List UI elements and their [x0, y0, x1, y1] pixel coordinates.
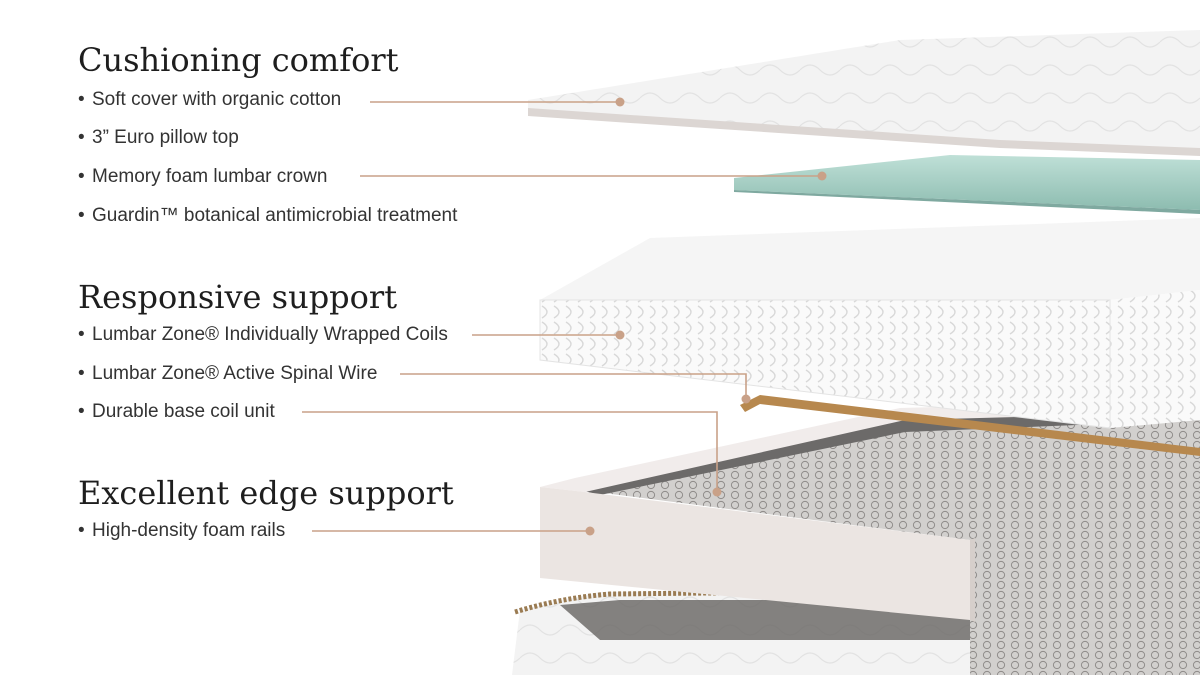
feature-item: •High-density foam rails	[78, 520, 286, 541]
feature-item: •Guardin™ botanical antimicrobial treatm…	[78, 205, 458, 226]
memory-foam-layer	[734, 155, 1200, 214]
feature-label: 3” Euro pillow top	[92, 127, 239, 148]
feature-label: Soft cover with organic cotton	[92, 89, 342, 110]
feature-item: •Lumbar Zone® Individually Wrapped Coils	[78, 324, 448, 345]
feature-label: High-density foam rails	[92, 520, 286, 541]
feature-label: Guardin™ botanical antimicrobial treatme…	[92, 205, 458, 226]
spinal-wire	[740, 395, 1200, 456]
feature-item: •Soft cover with organic cotton	[78, 89, 342, 110]
leader-dot-foam-rails	[585, 526, 595, 536]
feature-label: Memory foam lumbar crown	[92, 166, 328, 187]
leader-dot-organic-cotton	[615, 97, 625, 107]
leader-dot-wrapped-coils	[615, 330, 625, 340]
feature-label: Lumbar Zone® Individually Wrapped Coils	[92, 324, 448, 345]
leader-lines	[302, 101, 822, 532]
section-title: Responsive support	[78, 278, 398, 316]
section-responsive-support: Responsive support •Lumbar Zone® Individ…	[78, 277, 448, 422]
wrapped-coils-layer	[539, 218, 1200, 429]
feature-item: •Lumbar Zone® Active Spinal Wire	[78, 363, 378, 384]
section-title: Cushioning comfort	[78, 41, 399, 79]
feature-item: •3” Euro pillow top	[78, 127, 239, 148]
leader-dots	[585, 97, 827, 536]
leader-line-base-coil	[302, 411, 718, 492]
leader-line-spinal-wire	[400, 373, 747, 399]
feature-item: •Memory foam lumbar crown	[78, 166, 328, 187]
feature-item: •Durable base coil unit	[78, 401, 275, 422]
section-title: Excellent edge support	[78, 474, 454, 512]
section-cushioning-comfort: Cushioning comfort •Soft cover with orga…	[78, 40, 457, 226]
pillow-top-layer	[528, 30, 1200, 156]
section-edge-support: Excellent edge support •High-density foa…	[78, 473, 454, 541]
feature-label: Durable base coil unit	[92, 401, 275, 422]
leader-dot-spinal-wire	[741, 394, 751, 404]
feature-label: Lumbar Zone® Active Spinal Wire	[92, 363, 378, 384]
leader-dot-base-coil	[712, 487, 722, 497]
leader-dot-memory-foam	[817, 171, 827, 181]
